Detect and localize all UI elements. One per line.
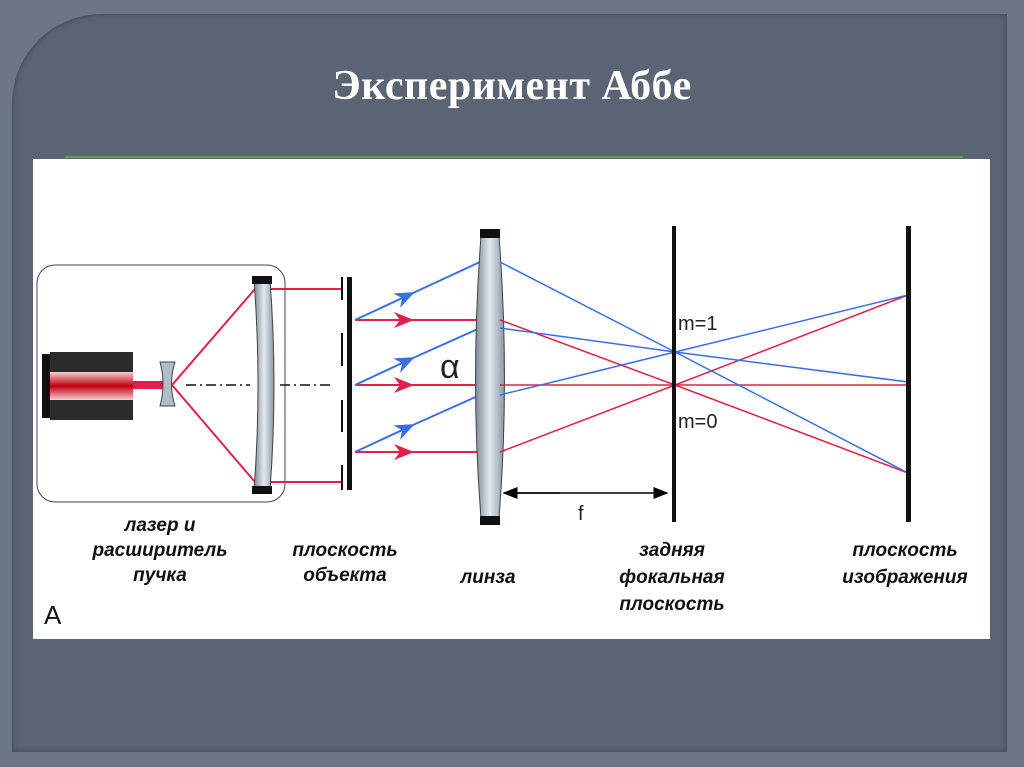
laser-enclosure — [36, 264, 286, 503]
slide-title: Эксперимент Аббе — [332, 63, 692, 109]
collimating-lens — [253, 279, 275, 491]
label-image-plane-2: изображения — [842, 567, 967, 588]
order-label-m0: m=0 — [678, 411, 717, 433]
label-laser-2: расширитель — [92, 540, 228, 561]
label-laser-3: пучка — [133, 565, 187, 586]
diagram-panel — [33, 159, 990, 639]
label-image-plane-1: плоскость — [852, 540, 957, 561]
order-label-m1: m=1 — [678, 313, 717, 335]
lens-mount-top — [252, 276, 272, 284]
diverging-lens — [159, 361, 176, 407]
alpha-angle-label: α — [440, 348, 460, 386]
label-object-plane-1: плоскость — [292, 540, 397, 561]
object-plane — [347, 277, 352, 490]
label-laser-1: лазер и — [124, 515, 196, 536]
focal-length-label: f — [578, 503, 584, 525]
lens-mount-bottom — [252, 486, 272, 494]
back-focal-plane — [672, 226, 676, 522]
objective-lens — [475, 235, 505, 519]
label-lens: линза — [459, 567, 516, 588]
first-order-rays-after-lens — [499, 261, 909, 474]
lens-mount-bottom — [480, 516, 500, 525]
label-focal-plane-3: плоскость — [619, 594, 724, 615]
image-plane — [906, 226, 911, 522]
laser-cap — [42, 354, 52, 418]
laser-output-beam — [133, 381, 168, 389]
panel-letter: A — [44, 600, 62, 630]
zero-order-rays — [355, 312, 480, 460]
laser-beam-core — [50, 372, 133, 400]
label-focal-plane-2: фокальная — [619, 567, 724, 588]
label-object-plane-2: объекта — [303, 565, 387, 586]
first-order-rays — [354, 261, 481, 453]
label-focal-plane-1: задняя — [639, 540, 705, 561]
title-divider — [65, 156, 963, 158]
lens-mount-top — [480, 229, 500, 238]
